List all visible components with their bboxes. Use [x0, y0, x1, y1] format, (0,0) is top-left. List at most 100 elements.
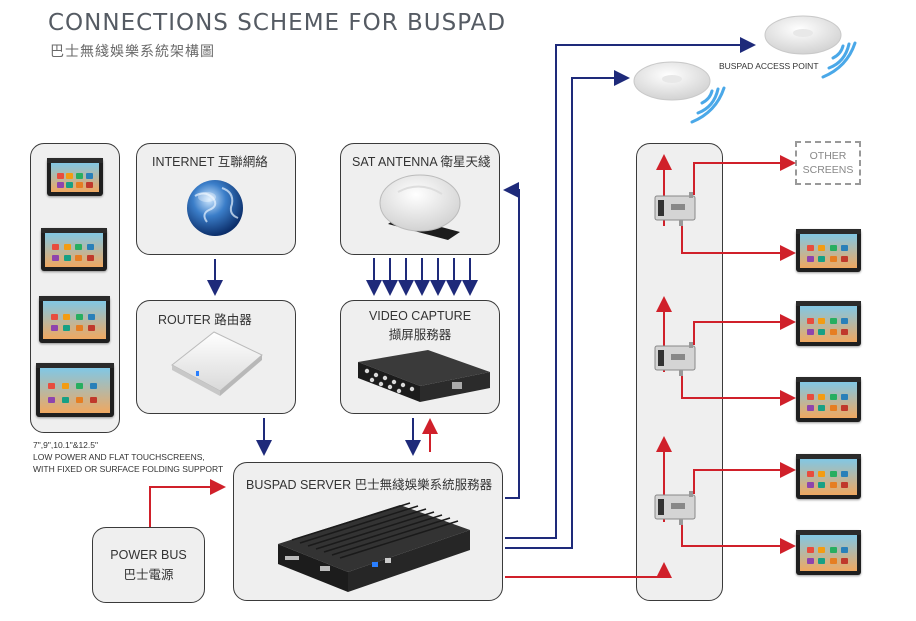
video-capture-label-en: VIDEO CAPTURE [368, 309, 472, 323]
tablet-icon [796, 377, 861, 422]
app-tile [806, 558, 814, 565]
tablet-icon [41, 228, 107, 271]
app-tile [76, 383, 84, 390]
tablet-icon [796, 454, 861, 499]
access-point-icon [633, 15, 842, 101]
app-tile [841, 317, 849, 324]
screens-note-line2: LOW POWER AND FLAT TOUCHSCREENS, [33, 452, 205, 462]
app-tile [841, 482, 849, 489]
tablet-icon [796, 229, 861, 272]
other-screens-line1: OTHER [809, 150, 847, 162]
app-tile [829, 245, 837, 252]
app-tile [88, 325, 96, 332]
app-tile [806, 317, 814, 324]
app-tile [75, 313, 83, 320]
app-tile [806, 470, 814, 477]
app-tile [806, 405, 814, 412]
app-tile [806, 255, 814, 262]
app-tile [841, 470, 849, 477]
app-tile [51, 254, 59, 261]
app-tile [75, 254, 83, 261]
app-tile [48, 396, 56, 403]
app-tile [66, 181, 74, 188]
app-tile [66, 172, 74, 179]
app-tile [85, 172, 93, 179]
app-tile [829, 317, 837, 324]
app-tile [818, 255, 826, 262]
app-tile [841, 405, 849, 412]
app-tile [75, 244, 83, 251]
app-tile [818, 317, 826, 324]
app-tile [841, 329, 849, 336]
tablet-icon [39, 296, 110, 343]
globe-icon [187, 180, 243, 236]
app-tile [75, 181, 83, 188]
app-tile [62, 396, 70, 403]
app-tile [62, 383, 70, 390]
app-tile [829, 470, 837, 477]
app-tile [63, 254, 71, 261]
app-tile [841, 245, 849, 252]
other-screens-line2: SCREENS [802, 164, 854, 176]
app-tile [76, 396, 84, 403]
sat-antenna-label: SAT ANTENNA 衛星天綫 [352, 155, 491, 169]
app-tile [63, 325, 71, 332]
app-tile [841, 546, 849, 553]
app-tile [806, 482, 814, 489]
app-tile [818, 329, 826, 336]
tablet-icon [47, 158, 103, 196]
power-bus-label-zh: 巴士電源 [123, 568, 174, 582]
app-tile [75, 172, 83, 179]
screens-note-line3: WITH FIXED OR SURFACE FOLDING SUPPORT [33, 464, 224, 474]
page-title: CONNECTIONS SCHEME FOR BUSPAD [48, 10, 507, 36]
internet-label: INTERNET 互聯網絡 [152, 155, 268, 169]
app-tile [51, 244, 59, 251]
other-screens-box: OTHER SCREENS [795, 141, 861, 185]
app-tile [818, 482, 826, 489]
app-tile [90, 396, 98, 403]
app-tile [818, 470, 826, 477]
router-label: ROUTER 路由器 [158, 313, 252, 327]
app-tile [806, 245, 814, 252]
wifi-waves-icon [690, 41, 857, 124]
splitter-icon [654, 192, 696, 525]
app-tile [829, 393, 837, 400]
app-tile [829, 329, 837, 336]
app-tile [85, 181, 93, 188]
video-capture-label-zh: 擷屏服務器 [388, 328, 452, 342]
tablet-icon [796, 301, 861, 346]
app-tile [818, 393, 826, 400]
satellite-dome-icon [379, 174, 461, 240]
server-label: BUSPAD SERVER 巴士無綫娛樂系統服務器 [246, 478, 493, 492]
page-subtitle: 巴士無綫娛樂系統架構圖 [50, 44, 215, 60]
app-tile [818, 405, 826, 412]
app-tile [829, 482, 837, 489]
app-tile [75, 325, 83, 332]
router-icon [171, 331, 263, 396]
server-box-icon [278, 502, 470, 592]
tablet-icon [796, 530, 861, 575]
app-tile [841, 393, 849, 400]
app-tile [63, 244, 71, 251]
app-tile [56, 172, 64, 179]
app-tile [829, 405, 837, 412]
app-tile [829, 546, 837, 553]
app-tile [806, 546, 814, 553]
app-tile [818, 546, 826, 553]
app-tile [88, 313, 96, 320]
internet-panel [136, 143, 296, 255]
app-tile [50, 325, 58, 332]
app-tile [86, 244, 94, 251]
tablet-icon [36, 363, 114, 417]
access-point-label: BUSPAD ACCESS POINT [719, 61, 819, 71]
power-bus-label-en: POWER BUS [110, 548, 187, 562]
power-bus-panel [92, 527, 205, 603]
app-tile [841, 558, 849, 565]
app-tile [56, 181, 64, 188]
app-tile [806, 329, 814, 336]
app-tile [818, 558, 826, 565]
app-tile [90, 383, 98, 390]
app-tile [48, 383, 56, 390]
